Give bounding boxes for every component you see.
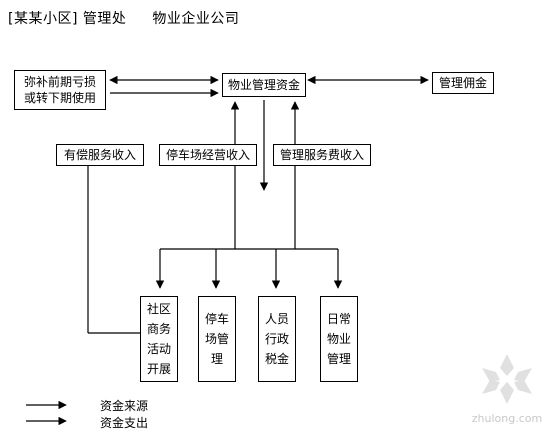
- daily-mgmt-box: 日常物业管理: [320, 296, 358, 382]
- mgmt-fee-income-box: 管理服务费收入: [273, 144, 371, 166]
- paid-service-income-box: 有偿服务收入: [56, 144, 144, 166]
- watermark-text: zhulong.com: [472, 412, 542, 425]
- offset-loss-line2: 或转下期使用: [23, 91, 96, 105]
- watermark-snowflake-icon: zhulong.com: [472, 354, 542, 425]
- mgmt-funds-label: 物业管理资金: [227, 78, 300, 92]
- staff-admin-tax-label: 人员行政税金: [264, 312, 289, 366]
- daily-mgmt-label: 日常物业管理: [326, 312, 351, 366]
- legend-expense-label: 资金支出: [100, 416, 149, 430]
- community-activities-label: 社区商务活动开展: [146, 302, 171, 376]
- offset-loss-box: 弥补前期亏损 或转下期使用: [14, 70, 106, 110]
- mgmt-commission-box: 管理佣金: [432, 72, 494, 94]
- mgmt-funds-box: 物业管理资金: [222, 73, 306, 97]
- mgmt-commission-label: 管理佣金: [438, 76, 487, 90]
- community-activities-box: 社区商务活动开展: [140, 296, 178, 382]
- parking-mgmt-label: 停车场管理: [204, 312, 229, 366]
- page-title: [某某小区] 管理处 物业企业公司: [8, 8, 239, 28]
- mgmt-fee-income-label: 管理服务费收入: [279, 148, 364, 162]
- legend-source-label: 资金来源: [100, 399, 149, 413]
- watermark-logo: zhulong.com: [462, 346, 552, 426]
- offset-loss-line1: 弥补前期亏损: [23, 75, 96, 89]
- staff-admin-tax-box: 人员行政税金: [258, 296, 296, 382]
- paid-service-income-label: 有偿服务收入: [63, 148, 136, 162]
- title-right: 物业企业公司: [152, 11, 240, 27]
- parking-income-label: 停车场经营收入: [165, 148, 250, 162]
- title-left: [某某小区] 管理处: [8, 11, 127, 27]
- parking-income-box: 停车场经营收入: [159, 144, 257, 166]
- parking-mgmt-box: 停车场管理: [198, 296, 236, 382]
